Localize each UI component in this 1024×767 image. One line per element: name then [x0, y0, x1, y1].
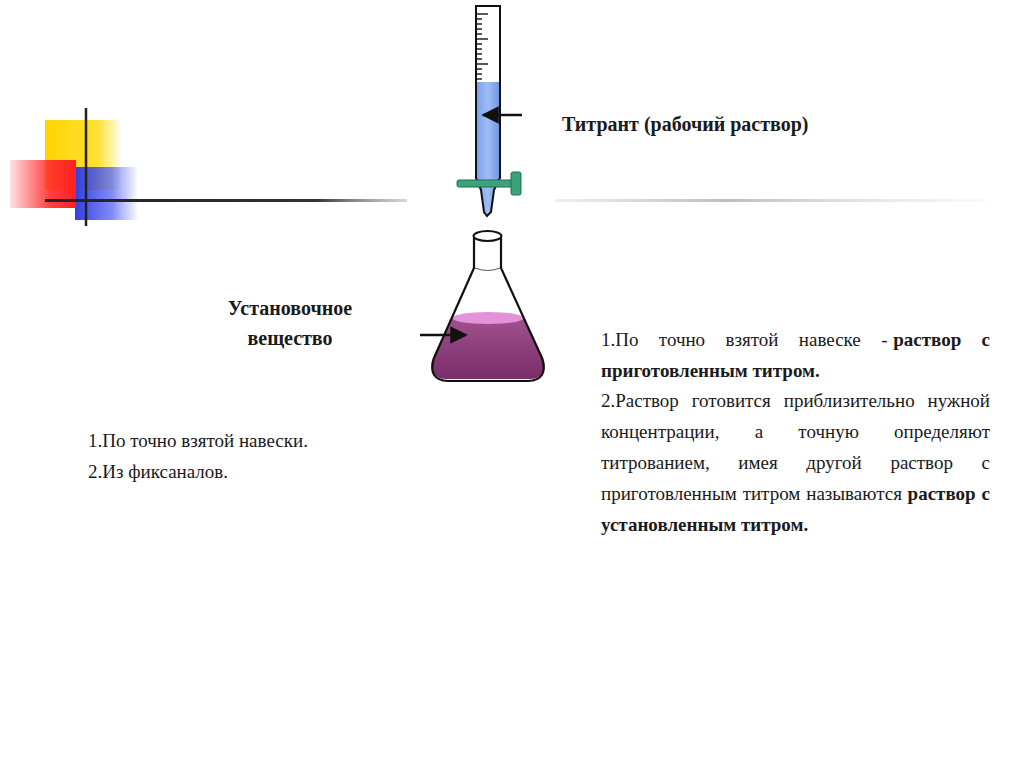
standard-substance-heading: Установочное вещество	[200, 293, 380, 353]
body-text: Из фиксаналов.	[102, 461, 228, 482]
bold-text: Установочное вещество	[228, 297, 352, 349]
list-item: 1.По точно взятой навеске -раствор с при…	[565, 324, 990, 386]
list-number: 2.	[601, 390, 615, 411]
list-item: 1.По точно взятой навески.	[52, 425, 412, 456]
bold-text: Титрант (рабочий раствор)	[562, 113, 809, 135]
deco-line	[85, 108, 88, 226]
conical-flask	[420, 231, 545, 381]
deco-line	[45, 199, 407, 202]
body-text: По точно взятой навеске -	[615, 329, 887, 350]
list-item: 2.Из фиксаналов.	[52, 456, 412, 487]
burette	[457, 6, 522, 216]
deco-square	[75, 167, 137, 220]
deco-line	[555, 199, 985, 202]
titrant-heading: Титрант (рабочий раствор)	[562, 109, 922, 140]
list-number: 1.	[88, 430, 102, 451]
list-number: 2.	[88, 461, 102, 482]
list-item: 2.Раствор готовится приблизительно нужно…	[565, 385, 990, 540]
list-number: 1.	[601, 329, 615, 350]
body-text: По точно взятой навески.	[102, 430, 308, 451]
